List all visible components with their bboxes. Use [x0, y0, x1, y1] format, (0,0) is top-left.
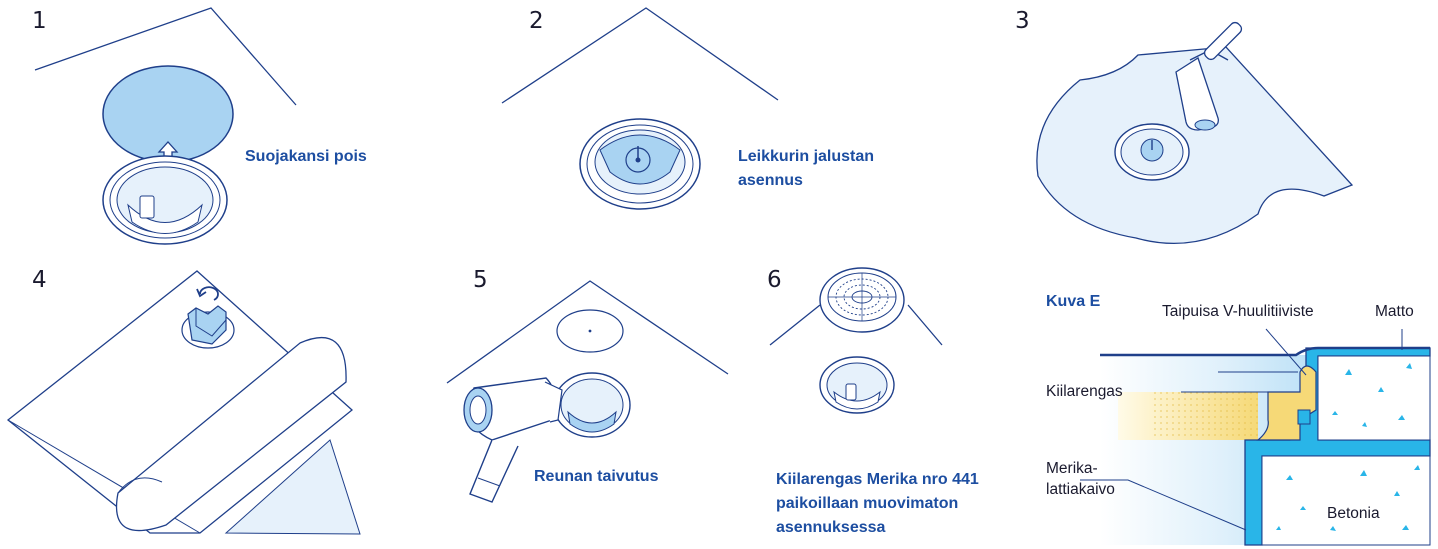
- wedge-ring-grate: [820, 268, 904, 332]
- step-number-5: 5: [473, 267, 488, 293]
- step-1-caption: Suojakansi pois: [245, 145, 367, 169]
- seal-label: Taipuisa V-huulitiiviste: [1162, 301, 1314, 322]
- wedge-ring-label: Kiilarengas: [1046, 381, 1123, 402]
- step-number-2: 2: [529, 8, 544, 34]
- step-number-1: 1: [32, 8, 47, 34]
- drain-body-3: [1115, 124, 1189, 180]
- drain-body-5: [554, 373, 630, 437]
- drain-body-1: [103, 156, 227, 244]
- step-1-illustration: [35, 8, 296, 244]
- step-number-3: 3: [1015, 8, 1030, 34]
- step-6-illustration: [770, 268, 942, 413]
- cutter-base: [580, 119, 700, 209]
- mat-label: Matto: [1375, 301, 1414, 322]
- step-2-caption: Leikkurin jalustan asennus: [738, 145, 874, 193]
- step-2-illustration: [502, 8, 778, 209]
- drain-body-6: [820, 357, 894, 413]
- step-number-4: 4: [32, 267, 47, 293]
- step-6-caption: Kiilarengas Merika nro 441 paikoillaan m…: [776, 468, 979, 540]
- step-number-6: 6: [767, 267, 782, 293]
- figure-e-title: Kuva E: [1046, 290, 1100, 314]
- step-5-caption: Reunan taivutus: [534, 465, 658, 489]
- concrete-label: Betonia: [1327, 503, 1380, 524]
- step-4-illustration: [8, 271, 360, 534]
- drain-cutter-4: [182, 306, 234, 348]
- drain-label: Merika- lattiakaivo: [1046, 458, 1115, 500]
- step-3-illustration: [1037, 20, 1352, 243]
